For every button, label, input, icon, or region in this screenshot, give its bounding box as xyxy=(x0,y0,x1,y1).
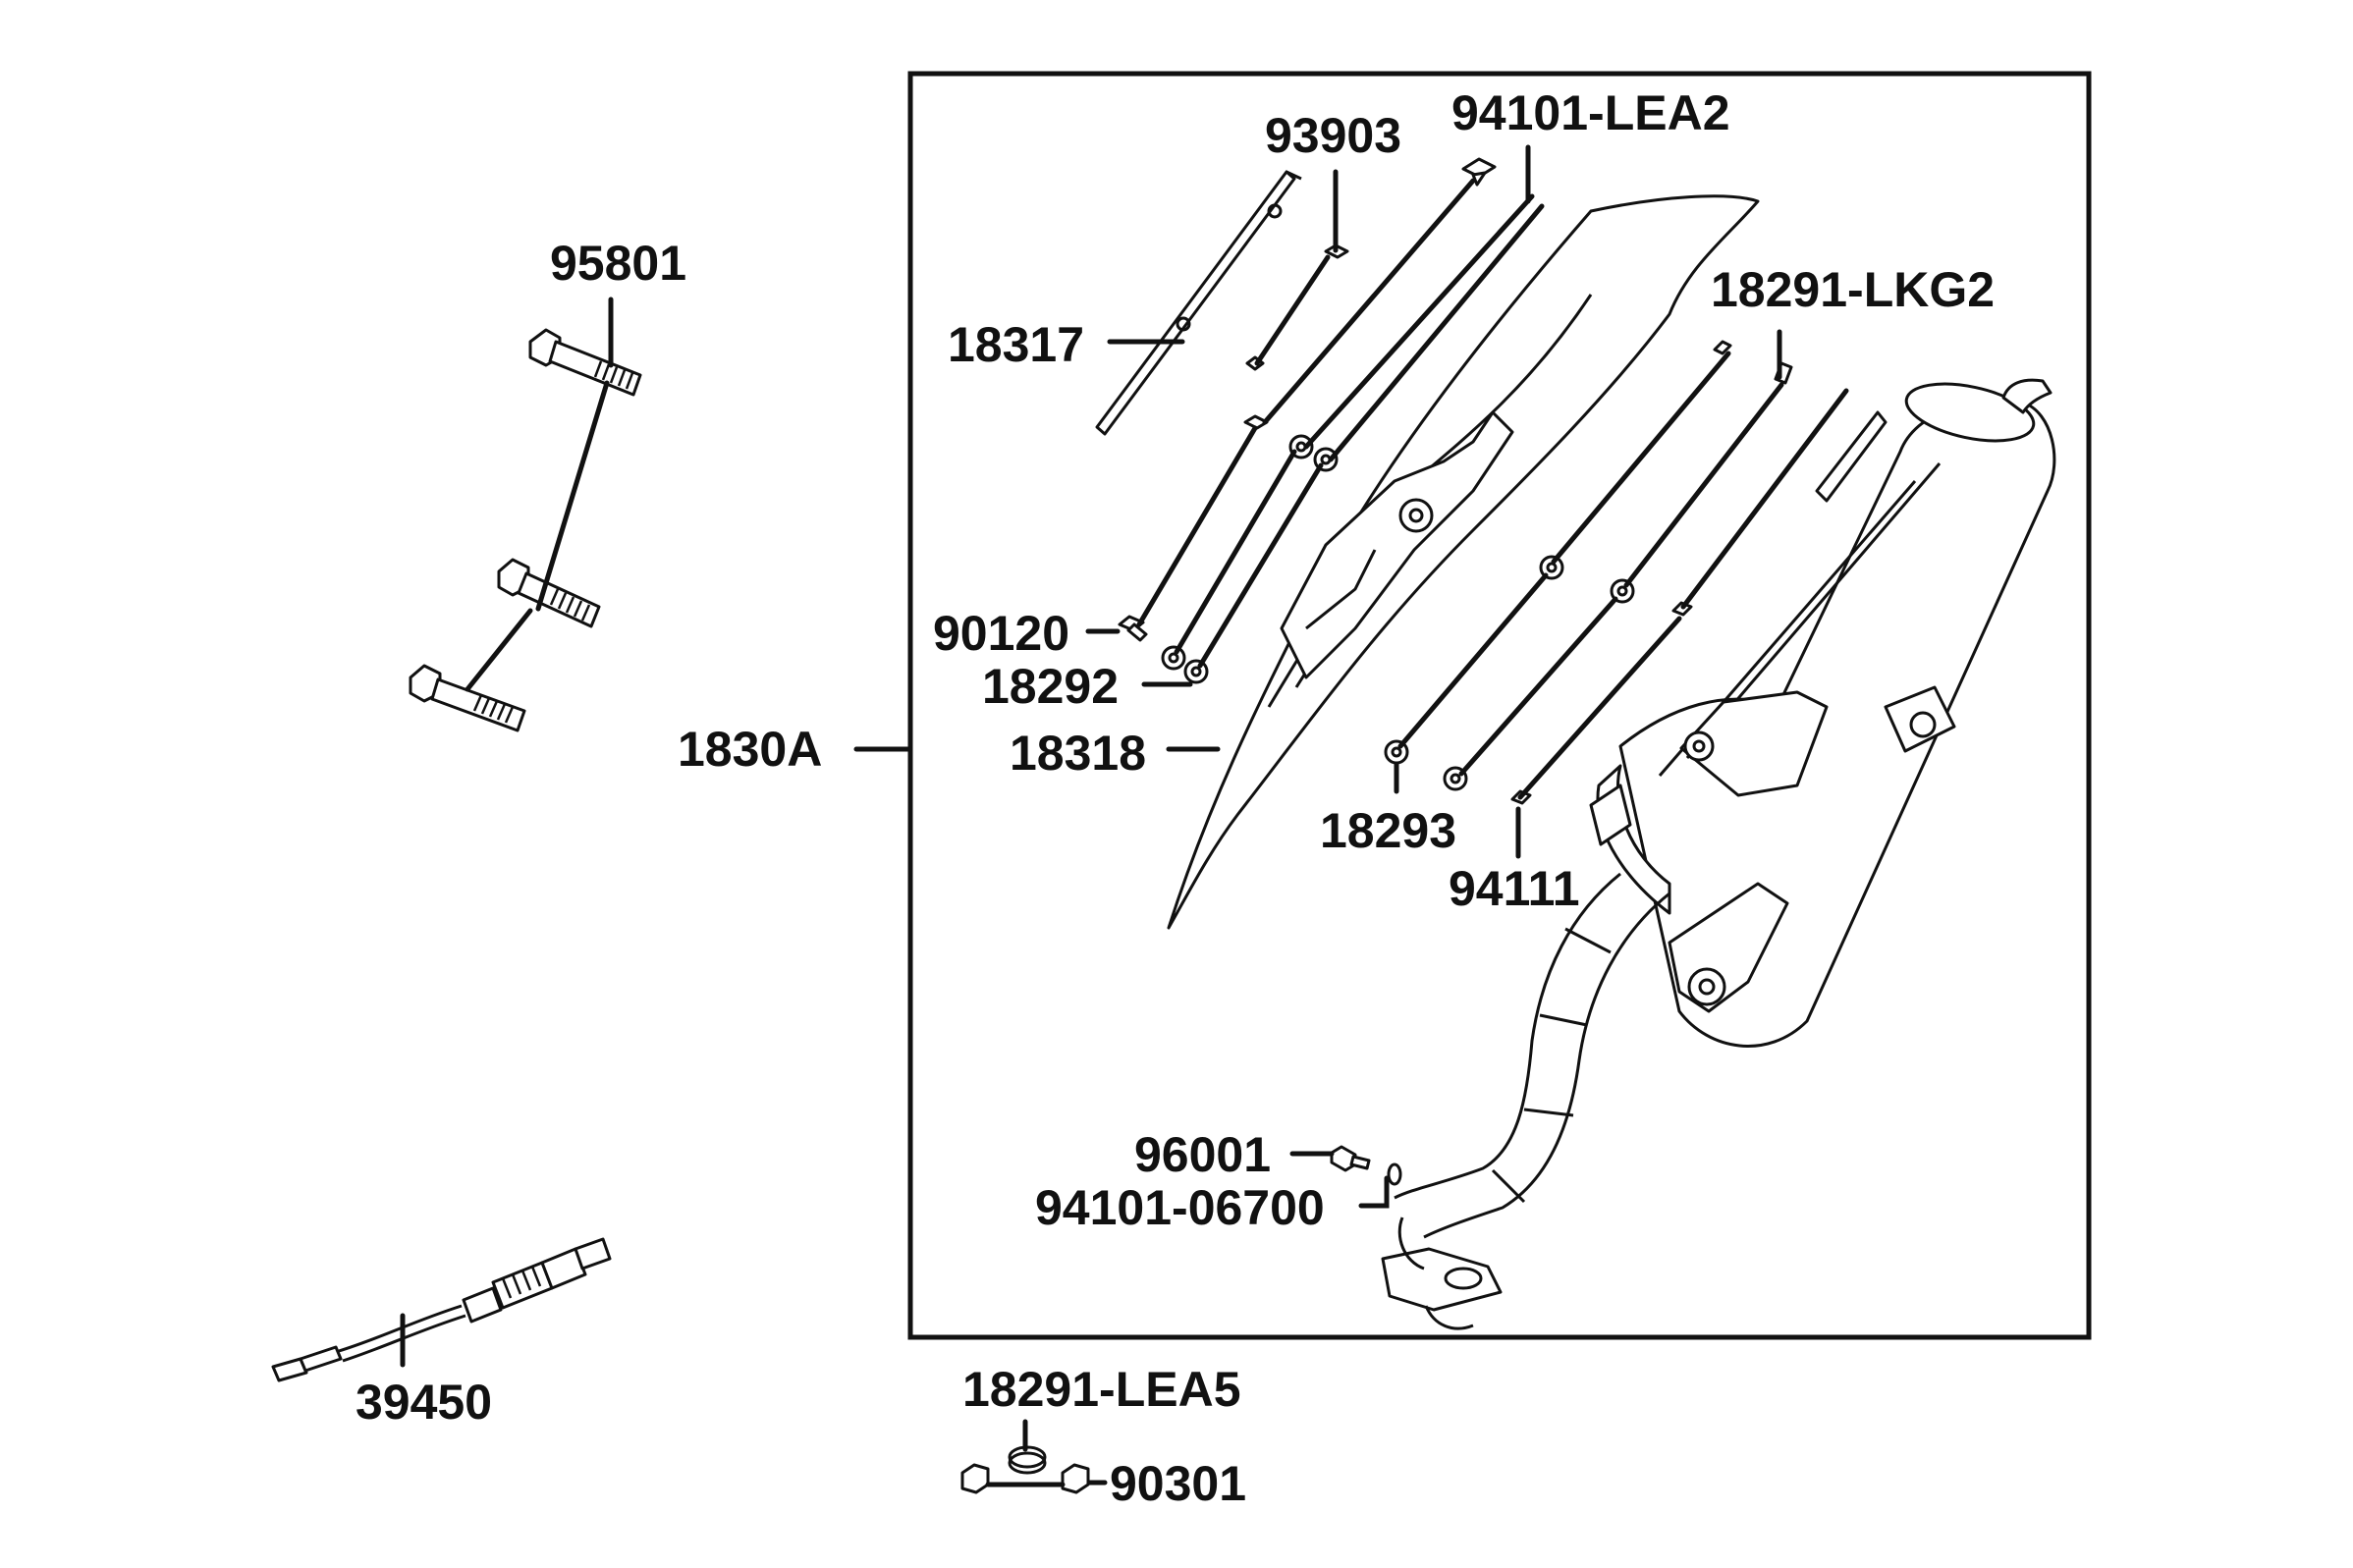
washer-94101-06700 xyxy=(1387,1162,1402,1186)
assembly-frame-1830A xyxy=(907,71,2092,1340)
hardware-18317 xyxy=(1095,170,1302,436)
oxygen-sensor-39450 xyxy=(271,1237,612,1382)
label-1830A: 1830A xyxy=(678,722,822,777)
fastener-set-90301 xyxy=(960,1445,1090,1494)
pin-90120 xyxy=(1118,615,1148,642)
label-94111: 94111 xyxy=(1449,861,1580,916)
bolt-94101-LEA2 xyxy=(1243,157,1497,430)
bolt-95801-bottom xyxy=(409,664,526,732)
label-94101-06700: 94101-06700 xyxy=(1035,1180,1325,1235)
exploded-view-lines xyxy=(1136,178,1849,800)
label-95801: 95801 xyxy=(550,236,686,291)
bolt-95801-top xyxy=(528,328,642,397)
label-39450: 39450 xyxy=(356,1375,492,1430)
bolt-group-95801 xyxy=(409,297,642,732)
bolt-chain-95801 xyxy=(465,380,610,692)
label-18293: 18293 xyxy=(1320,803,1456,858)
bolt-96001 xyxy=(1330,1145,1371,1172)
exhaust-pipe xyxy=(1330,872,1670,1330)
label-18291-LEA5: 18291-LEA5 xyxy=(962,1362,1241,1417)
heat-shield-18318 xyxy=(1167,194,1760,930)
label-18318: 18318 xyxy=(1010,726,1146,781)
label-90120: 90120 xyxy=(933,606,1069,661)
label-94101-LEA2: 94101-LEA2 xyxy=(1451,85,1730,140)
label-18317: 18317 xyxy=(948,317,1084,372)
muffler xyxy=(1589,378,2056,1048)
label-18291-LKG2: 18291-LKG2 xyxy=(1711,262,1995,317)
label-96001: 96001 xyxy=(1134,1127,1271,1182)
label-93903: 93903 xyxy=(1265,108,1401,163)
label-18292: 18292 xyxy=(982,659,1119,714)
label-90301: 90301 xyxy=(1110,1456,1246,1511)
leader-lines xyxy=(1022,144,1782,1486)
washers-18293 xyxy=(1384,555,1635,791)
bolt-95801-mid xyxy=(497,558,601,628)
